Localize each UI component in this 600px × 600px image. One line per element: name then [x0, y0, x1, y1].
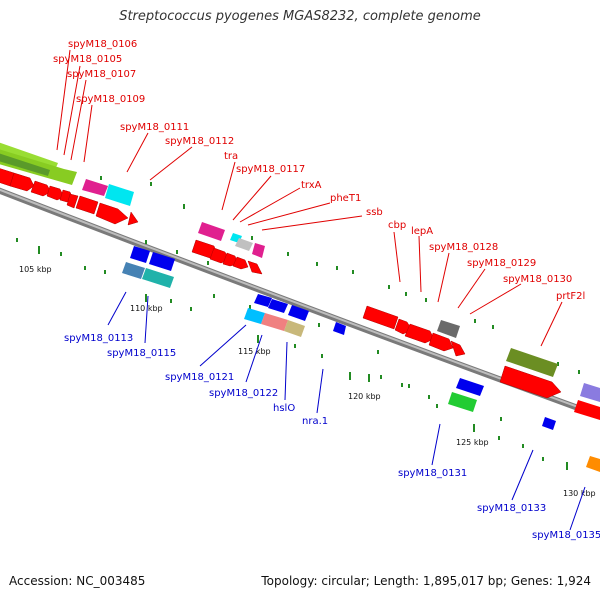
- label-spyM18_0109: spyM18_0109: [76, 94, 145, 105]
- map-title: Streptococcus pyogenes MGAS8232, complet…: [119, 9, 481, 24]
- feature-spyM18_0121[interactable]: [244, 308, 265, 324]
- label-spyM18_0130: spyM18_0130: [503, 274, 572, 285]
- feature-right-edge-purple[interactable]: [580, 383, 600, 402]
- scale-label-110: 110 kbp: [130, 304, 163, 313]
- label-spyM18_0122: spyM18_0122: [209, 388, 278, 399]
- reverse-features[interactable]: [122, 246, 600, 472]
- genome-summary-text: Topology: circular; Length: 1,895,017 bp…: [261, 574, 591, 588]
- label-tra: tra: [224, 151, 238, 162]
- scale-label-130: 130 kbp: [563, 489, 596, 498]
- feature-tra[interactable]: [198, 222, 225, 241]
- scale-label-115: 115 kbp: [238, 347, 271, 356]
- scale-label-105: 105 kbp: [19, 265, 52, 274]
- feature-blue-105[interactable]: [130, 246, 150, 263]
- feature-spyM18_0112[interactable]: [105, 184, 134, 206]
- feature-blue-mid2[interactable]: [268, 299, 288, 313]
- feature-spyM18_0133[interactable]: [542, 417, 556, 430]
- label-lepA: lepA: [411, 226, 433, 237]
- feature-spyM18_0111[interactable]: [82, 179, 108, 196]
- feature-red-arrows-mid[interactable]: [191, 239, 263, 275]
- label-spyM18_0105: spyM18_0105: [53, 54, 122, 65]
- label-spyM18_0106: spyM18_0106: [68, 39, 137, 50]
- label-spyM18_0113: spyM18_0113: [64, 333, 133, 344]
- forward-labels: spyM18_0106 spyM18_0105 spyM18_0107 spyM…: [53, 39, 585, 347]
- label-pheT1: pheT1: [330, 193, 361, 204]
- reverse-labels: spyM18_0113 spyM18_0115 spyM18_0121 spyM…: [64, 291, 600, 541]
- label-spyM18_0107: spyM18_0107: [67, 69, 136, 80]
- label-spyM18_0135: spyM18_0135: [532, 530, 600, 541]
- scale-ticks: 105 kbp 110 kbp 115 kbp 120 kbp 125 kbp …: [16, 238, 596, 498]
- label-spyM18_0129: spyM18_0129: [467, 258, 536, 269]
- label-nra.1: nra.1: [302, 416, 328, 427]
- accession-text: Accession: NC_003485: [9, 574, 146, 588]
- feature-prtF2l-arrow[interactable]: [499, 365, 562, 399]
- label-spyM18_0128: spyM18_0128: [429, 242, 498, 253]
- feature-nra.1[interactable]: [333, 322, 346, 335]
- label-spyM18_0112: spyM18_0112: [165, 136, 234, 147]
- feature-spyM18_0128[interactable]: [437, 320, 460, 338]
- feature-trxA[interactable]: [235, 238, 253, 251]
- feature-blue-125[interactable]: [456, 378, 484, 396]
- label-cbp: cbp: [388, 220, 406, 231]
- label-spyM18_0111: spyM18_0111: [120, 122, 189, 133]
- feature-hslO[interactable]: [284, 320, 305, 337]
- feature-red-arrows-top[interactable]: [0, 167, 139, 226]
- feature-spyM18_0135[interactable]: [586, 456, 600, 472]
- label-spyM18_0117: spyM18_0117: [236, 164, 305, 175]
- forward-features[interactable]: [0, 141, 600, 420]
- feature-green-cluster[interactable]: [0, 141, 77, 185]
- feature-prtF2l[interactable]: [506, 348, 558, 377]
- feature-red-arrows-right[interactable]: [362, 305, 466, 357]
- feature-spyM18_0113[interactable]: [122, 262, 145, 279]
- label-spyM18_0131: spyM18_0131: [398, 468, 467, 479]
- label-spyM18_0115: spyM18_0115: [107, 348, 176, 359]
- feature-spyM18_0131[interactable]: [448, 392, 477, 412]
- feature-pheT1[interactable]: [252, 243, 265, 258]
- feature-spyM18_0122[interactable]: [261, 313, 288, 331]
- label-spyM18_0133: spyM18_0133: [477, 503, 546, 514]
- label-hslO: hslO: [273, 403, 295, 414]
- inner-tick-marks: [145, 240, 502, 421]
- feature-right-edge-red[interactable]: [574, 400, 600, 420]
- feature-blue-mid3[interactable]: [288, 305, 309, 321]
- scale-label-120: 120 kbp: [348, 392, 381, 401]
- feature-spyM18_0115[interactable]: [142, 268, 174, 288]
- label-spyM18_0121: spyM18_0121: [165, 372, 234, 383]
- label-prtF2l: prtF2l: [556, 291, 585, 302]
- scale-label-125: 125 kbp: [456, 438, 489, 447]
- label-trxA: trxA: [301, 180, 322, 191]
- feature-blue-106[interactable]: [149, 252, 175, 271]
- feature-blue-mid1[interactable]: [254, 294, 272, 307]
- label-ssb: ssb: [366, 207, 383, 218]
